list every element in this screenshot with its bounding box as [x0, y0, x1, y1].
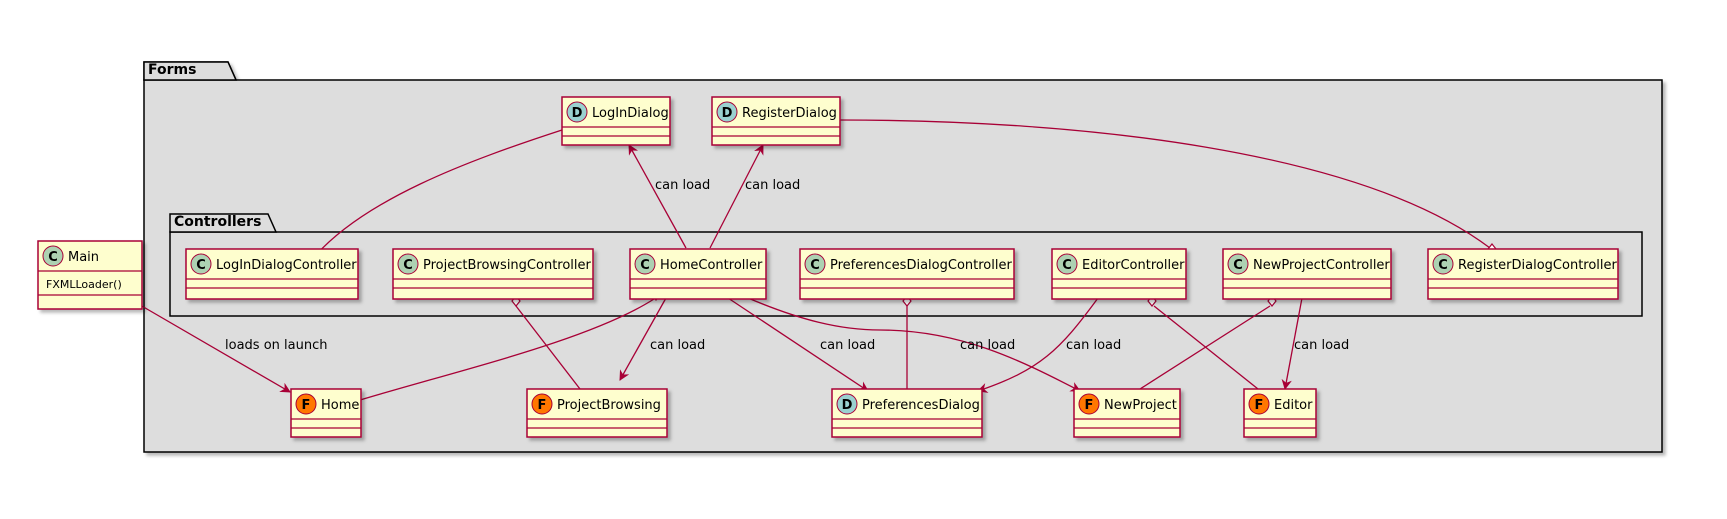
edge-label-loads-on-launch: loads on launch — [225, 338, 327, 353]
stereotype-letter: F — [302, 398, 311, 413]
class-register-dialog[interactable]: D RegisterDialog — [711, 96, 841, 146]
stereotype-letter: C — [1438, 258, 1448, 273]
class-method: FXMLLoader() — [46, 278, 122, 291]
stereotype-d-icon — [566, 101, 588, 123]
package-controllers-label: Controllers — [174, 214, 261, 230]
stereotype-c-icon — [634, 253, 656, 275]
class-box — [799, 248, 1015, 300]
stereotype-c-icon — [1056, 253, 1078, 275]
class-new-project-controller[interactable]: C NewProjectController — [1222, 248, 1392, 300]
edge-pbc-projectbrowsing — [515, 305, 581, 390]
edge-logindialog-controller — [309, 129, 563, 263]
class-new-project[interactable]: F NewProject — [1073, 388, 1181, 438]
edge-home-projectbrowsing — [619, 297, 667, 381]
edge-homecontroller-home — [359, 298, 655, 401]
edge-editor-preferences — [977, 297, 1099, 393]
class-box — [1222, 248, 1392, 300]
stereotype-letter: D — [572, 106, 583, 121]
edge-npc-newproject — [1139, 305, 1271, 390]
class-box — [561, 96, 671, 146]
stereotype-c-icon — [397, 253, 419, 275]
class-name: EditorController — [1082, 258, 1185, 273]
class-box — [392, 248, 594, 300]
stereotype-letter: C — [1233, 258, 1243, 273]
edges — [127, 119, 1491, 401]
class-name: LogInDialogController — [216, 258, 357, 273]
class-editor[interactable]: F Editor — [1243, 388, 1317, 438]
class-name: NewProject — [1104, 398, 1177, 413]
class-name: Home — [321, 398, 359, 413]
class-box — [831, 388, 983, 438]
class-preferences-dialog[interactable]: D PreferencesDialog — [831, 388, 983, 438]
class-name: LogInDialog — [592, 106, 669, 121]
class-name: PreferencesDialogController — [830, 258, 1012, 273]
stereotype-c-icon — [42, 245, 64, 267]
stereotype-f-icon — [531, 393, 553, 415]
edge-label-can-load: can load — [820, 338, 875, 353]
class-home-controller[interactable]: C HomeController — [629, 248, 767, 300]
class-editor-controller[interactable]: C EditorController — [1051, 248, 1187, 300]
class-box — [1427, 248, 1619, 300]
edge-labels: loads on launch can load can load can lo… — [225, 178, 1349, 353]
stereotype-letter: F — [1085, 398, 1094, 413]
stereotype-c-icon — [1432, 253, 1454, 275]
class-box — [185, 248, 359, 300]
class-name: Main — [68, 250, 99, 265]
stereotype-c-icon — [1227, 253, 1249, 275]
edge-label-can-load: can load — [1066, 338, 1121, 353]
class-name: Editor — [1274, 398, 1313, 413]
class-name: PreferencesDialog — [862, 398, 980, 413]
stereotype-letter: D — [842, 398, 853, 413]
class-name: NewProjectController — [1253, 258, 1390, 273]
stereotype-letter: C — [640, 258, 650, 273]
edge-home-logindialog — [628, 144, 687, 249]
stereotype-letter: C — [810, 258, 820, 273]
edge-home-preferences — [727, 297, 869, 392]
class-project-browsing[interactable]: F ProjectBrowsing — [526, 388, 668, 438]
stereotype-letter: C — [1062, 258, 1072, 273]
edge-label-can-load: can load — [650, 338, 705, 353]
stereotype-c-icon — [804, 253, 826, 275]
class-name: RegisterDialog — [742, 106, 837, 121]
stereotype-letter: C — [403, 258, 413, 273]
edge-label-can-load: can load — [960, 338, 1015, 353]
stereotype-letter: C — [196, 258, 206, 273]
stereotype-f-icon — [1078, 393, 1100, 415]
stereotype-d-icon — [836, 393, 858, 415]
package-forms-label: Forms — [148, 62, 196, 78]
stereotype-f-icon — [1248, 393, 1270, 415]
stereotype-letter: F — [1255, 398, 1264, 413]
stereotype-d-icon — [716, 101, 738, 123]
class-home[interactable]: F Home — [290, 388, 362, 438]
class-name: RegisterDialogController — [1458, 258, 1618, 273]
stereotype-c-icon — [190, 253, 212, 275]
edge-label-can-load: can load — [655, 178, 710, 193]
edge-npc-editor — [1281, 297, 1303, 391]
stereotype-letter: F — [538, 398, 547, 413]
edge-home-registerdialog — [709, 144, 764, 249]
edge-label-can-load: can load — [1294, 338, 1349, 353]
stereotype-f-icon — [295, 393, 317, 415]
class-name: ProjectBrowsing — [557, 398, 661, 413]
class-login-dialog-controller[interactable]: C LogInDialogController — [185, 248, 359, 300]
edge-main-home — [127, 297, 291, 393]
class-box — [526, 388, 668, 438]
stereotype-letter: D — [722, 106, 733, 121]
stereotype-letter: C — [48, 250, 58, 265]
edge-home-newproject — [747, 297, 1081, 392]
class-preferences-dialog-controller[interactable]: C PreferencesDialogController — [799, 248, 1015, 300]
class-login-dialog[interactable]: D LogInDialog — [561, 96, 671, 146]
class-name: HomeController — [660, 258, 763, 273]
class-project-browsing-controller[interactable]: C ProjectBrowsingController — [392, 248, 594, 300]
edge-label-can-load: can load — [745, 178, 800, 193]
class-register-dialog-controller[interactable]: C RegisterDialogController — [1427, 248, 1619, 300]
class-name: ProjectBrowsingController — [423, 258, 592, 273]
edge-registerdialog-controller — [839, 119, 1491, 249]
